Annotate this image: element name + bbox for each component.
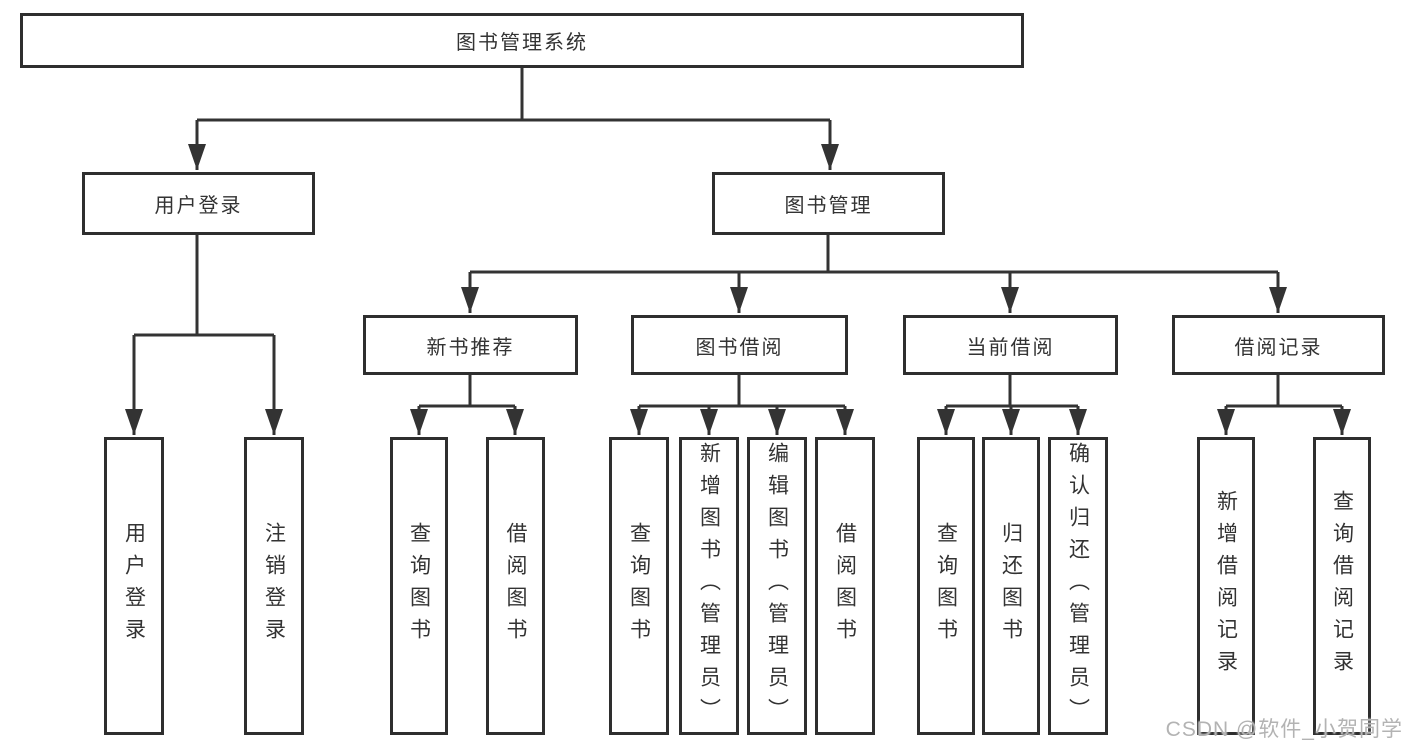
leaf-logout: 注销登录 <box>244 437 304 735</box>
leaf-confirm-return-admin: 确认归还（管理员） <box>1048 437 1108 735</box>
leaf-add-books-admin: 新增图书（管理员） <box>679 437 739 735</box>
leaf-query-borrow-record: 查询借阅记录 <box>1313 437 1371 735</box>
node-book-management-module: 图书管理 <box>712 172 945 235</box>
leaf-user-login: 用户登录 <box>104 437 164 735</box>
node-borrowing-records: 借阅记录 <box>1172 315 1385 375</box>
leaf-query-books-borrowing: 查询图书 <box>609 437 669 735</box>
csdn-watermark: CSDN @软件_小贺同学 <box>1165 718 1403 741</box>
leaf-borrow-books: 借阅图书 <box>815 437 875 735</box>
leaf-query-books-current: 查询图书 <box>917 437 975 735</box>
node-user-login-module: 用户登录 <box>82 172 315 235</box>
edge-group <box>125 68 1351 435</box>
leaf-query-books-recommend: 查询图书 <box>390 437 448 735</box>
leaf-return-books: 归还图书 <box>982 437 1040 735</box>
node-library-management-system: 图书管理系统 <box>20 13 1024 68</box>
leaf-add-borrow-record: 新增借阅记录 <box>1197 437 1255 735</box>
node-new-book-recommendation: 新书推荐 <box>363 315 578 375</box>
node-current-borrowing: 当前借阅 <box>903 315 1118 375</box>
leaf-borrow-books-recommend: 借阅图书 <box>486 437 545 735</box>
node-book-borrowing: 图书借阅 <box>631 315 848 375</box>
leaf-edit-books-admin: 编辑图书（管理员） <box>747 437 807 735</box>
